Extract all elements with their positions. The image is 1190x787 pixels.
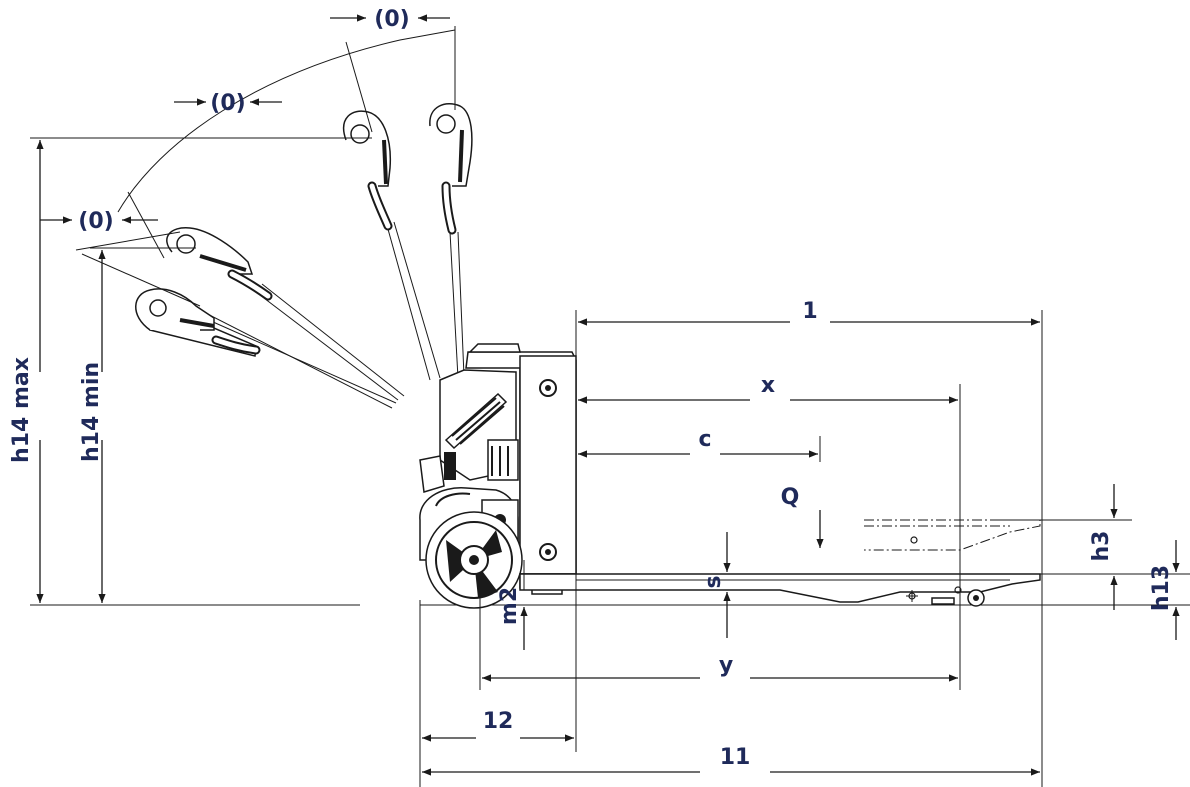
label-dim-x: x xyxy=(761,373,775,398)
handle-upright-position xyxy=(429,103,473,379)
label-dim-12: 12 xyxy=(483,709,514,734)
fork-raised xyxy=(864,519,1041,551)
label-dim-h3: h3 xyxy=(1089,531,1114,562)
dimension-labels: (0) (0) (0) h14 max h14 min 1 x c Q h3 h… xyxy=(9,7,1174,770)
handle-raised-position xyxy=(343,110,441,381)
label-angle-upper: (0) xyxy=(210,91,245,116)
label-dim-y: y xyxy=(719,653,733,678)
mast-bolt-top xyxy=(539,379,557,397)
handle-low-position xyxy=(166,227,405,401)
label-h14-max: h14 max xyxy=(9,357,34,463)
label-h14-min: h14 min xyxy=(79,362,104,462)
label-dim-c: c xyxy=(698,427,711,452)
dimension-lines xyxy=(30,137,1190,787)
label-load-q: Q xyxy=(781,485,800,510)
label-dim-11: 11 xyxy=(720,745,751,770)
label-angle-top: (0) xyxy=(374,7,409,32)
fork-lowered xyxy=(519,573,1041,607)
mast-bolt-bottom xyxy=(539,543,557,561)
label-angle-lower: (0) xyxy=(78,209,113,234)
label-dim-1: 1 xyxy=(802,299,817,324)
mast-plate xyxy=(519,355,577,575)
label-dim-m2: m2 xyxy=(497,587,522,625)
label-dim-s: s xyxy=(701,575,726,588)
label-dim-h13: h13 xyxy=(1149,565,1174,611)
handle-lowest-position xyxy=(135,288,397,409)
truck-body xyxy=(419,343,577,609)
